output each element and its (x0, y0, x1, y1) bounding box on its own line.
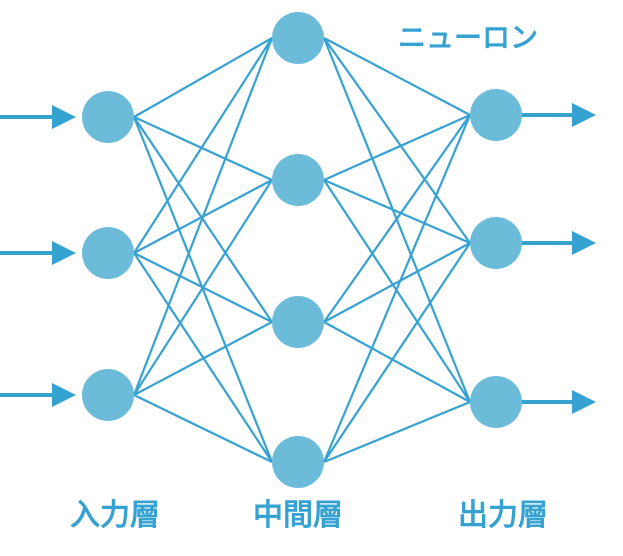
connection-line (323, 37, 471, 244)
hidden-node (272, 296, 324, 348)
input-node (82, 227, 134, 279)
neuron-label: ニューロン (397, 21, 539, 54)
hidden-layer-label: 中間層 (253, 498, 343, 533)
connection-line (323, 242, 471, 463)
connection-line (133, 115, 273, 182)
connection-line (133, 321, 273, 396)
hidden-node (272, 12, 324, 64)
hidden-node (272, 436, 324, 488)
hidden-node (272, 154, 324, 206)
connection-line (323, 114, 471, 323)
connection-line (323, 113, 471, 182)
connection-line (323, 321, 471, 403)
connection-line (323, 178, 471, 245)
connection-line (133, 37, 273, 254)
connection-line (133, 394, 273, 463)
output-node (470, 376, 522, 428)
output-node (470, 89, 522, 141)
input-layer-label: 入力層 (70, 498, 160, 533)
connection-line (323, 400, 471, 464)
connection-line (322, 114, 472, 463)
output-node (470, 217, 522, 269)
connection-line (323, 242, 471, 323)
connection-line (132, 37, 274, 396)
connection-line (133, 37, 273, 118)
output-layer-label: 出力層 (458, 498, 548, 533)
connection-line (133, 179, 273, 396)
connection-line (323, 37, 471, 116)
input-node (82, 369, 134, 421)
input-node (82, 91, 134, 143)
